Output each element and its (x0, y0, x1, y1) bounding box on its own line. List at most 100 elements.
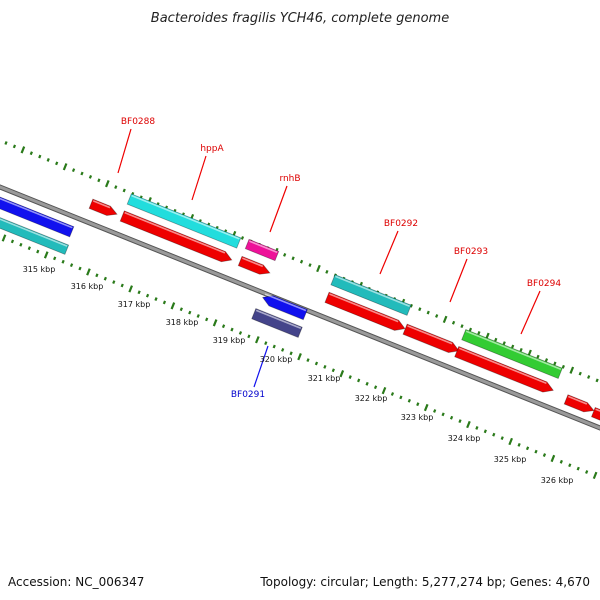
kbp-scale-labels: 315 kbp 316 kbp 317 kbp 318 kbp 319 kbp … (23, 265, 574, 485)
minor-tick (272, 344, 276, 349)
minor-tick (308, 263, 312, 267)
gene-feature-red[interactable] (237, 255, 271, 277)
major-tick (508, 437, 513, 446)
gene-label-bf0288[interactable]: BF0288 (121, 117, 156, 127)
minor-tick (4, 141, 8, 145)
major-tick (105, 180, 110, 188)
minor-tick (162, 300, 167, 305)
gene-feature-bf0288[interactable] (88, 198, 119, 219)
minor-tick (103, 276, 107, 281)
leader-line (269, 185, 288, 233)
minor-tick (492, 432, 496, 437)
minor-tick (55, 161, 59, 166)
kbp-label: 324 kbp (448, 434, 481, 443)
gene-feature-rnhb[interactable] (244, 238, 280, 262)
major-tick (86, 268, 91, 276)
minor-tick (517, 442, 521, 447)
minor-tick (36, 249, 40, 254)
gene-feature-blue[interactable] (0, 192, 75, 238)
gene-feature-red[interactable] (119, 210, 234, 265)
gene-feature-hppa[interactable] (126, 193, 242, 249)
minor-tick (283, 253, 287, 257)
minor-tick (10, 239, 15, 244)
minor-tick (525, 446, 530, 451)
major-tick (423, 403, 429, 412)
gene-feature-bf0293[interactable] (402, 323, 461, 356)
minor-tick (122, 188, 126, 193)
minor-tick (78, 266, 82, 271)
minor-tick (230, 327, 234, 332)
gene-label-bf0292[interactable]: BF0292 (384, 219, 418, 229)
major-tick (43, 251, 49, 259)
minor-tick (357, 378, 361, 383)
major-tick (381, 386, 387, 395)
minor-tick (61, 259, 65, 264)
gene-features (0, 192, 600, 422)
minor-tick (325, 269, 329, 274)
minor-tick (451, 320, 456, 325)
major-tick (255, 336, 260, 344)
minor-tick (494, 337, 498, 342)
minor-tick (114, 185, 118, 189)
kbp-label: 317 kbp (118, 300, 151, 309)
major-tick (466, 420, 471, 429)
minor-tick (426, 310, 430, 315)
gene-feature-red[interactable] (324, 291, 407, 334)
minor-tick (348, 375, 352, 379)
minor-tick (120, 283, 124, 288)
minor-tick (240, 236, 245, 240)
kbp-label: 319 kbp (213, 336, 246, 345)
kbp-label: 325 kbp (494, 455, 527, 464)
minor-tick (407, 398, 411, 403)
gene-feature-bf0292[interactable] (330, 274, 412, 316)
gene-feature-purple[interactable] (251, 308, 303, 338)
minor-tick (544, 358, 549, 362)
minor-tick (416, 402, 420, 407)
gene-labels: BF0288 hppA rnhB BF0292 BF0293 BF0294 BF… (121, 117, 562, 400)
leader-line (191, 155, 207, 201)
gene-feature-red[interactable] (590, 406, 600, 422)
minor-tick (435, 314, 439, 318)
minor-tick (27, 246, 31, 251)
gene-label-hppa[interactable]: hppA (200, 144, 224, 154)
gene-label-rnhb[interactable]: rnhB (279, 174, 300, 184)
minor-tick (299, 259, 304, 264)
gene-feature-red[interactable] (454, 345, 556, 396)
minor-tick (205, 317, 209, 322)
minor-tick (238, 331, 243, 335)
gene-label-lines (117, 128, 541, 388)
inner-tick-ring (1, 234, 598, 480)
major-tick (1, 234, 7, 242)
gene-label-bf0293[interactable]: BF0293 (454, 247, 488, 257)
major-tick (339, 369, 345, 378)
minor-tick (534, 449, 538, 454)
gene-feature-bf0294[interactable] (461, 328, 563, 380)
minor-tick (137, 290, 141, 295)
gene-feature-teal[interactable] (0, 211, 70, 255)
kbp-label: 320 kbp (260, 355, 293, 364)
major-tick (442, 315, 448, 324)
kbp-label: 316 kbp (71, 282, 104, 291)
minor-tick (291, 256, 295, 261)
minor-tick (595, 378, 599, 383)
gene-label-bf0291[interactable]: BF0291 (231, 390, 265, 400)
minor-tick (38, 154, 42, 159)
minor-tick (179, 307, 183, 312)
minor-tick (29, 151, 33, 156)
leader-line (449, 258, 468, 303)
map-title: Bacteroides fragilis YCH46, complete gen… (151, 11, 449, 26)
gene-label-bf0294[interactable]: BF0294 (527, 279, 562, 289)
kbp-label: 318 kbp (166, 318, 199, 327)
minor-tick (449, 415, 454, 420)
major-tick (550, 454, 556, 463)
gene-feature-red[interactable] (563, 394, 596, 415)
genome-summary-text: Topology: circular; Length: 5,277,274 bp… (259, 575, 590, 589)
minor-tick (196, 314, 200, 318)
minor-tick (468, 327, 473, 332)
kbp-label: 321 kbp (308, 374, 341, 383)
minor-tick (418, 307, 422, 312)
minor-tick (373, 385, 378, 390)
minor-tick (323, 364, 327, 369)
gene-feature-bf0291[interactable] (261, 292, 308, 321)
